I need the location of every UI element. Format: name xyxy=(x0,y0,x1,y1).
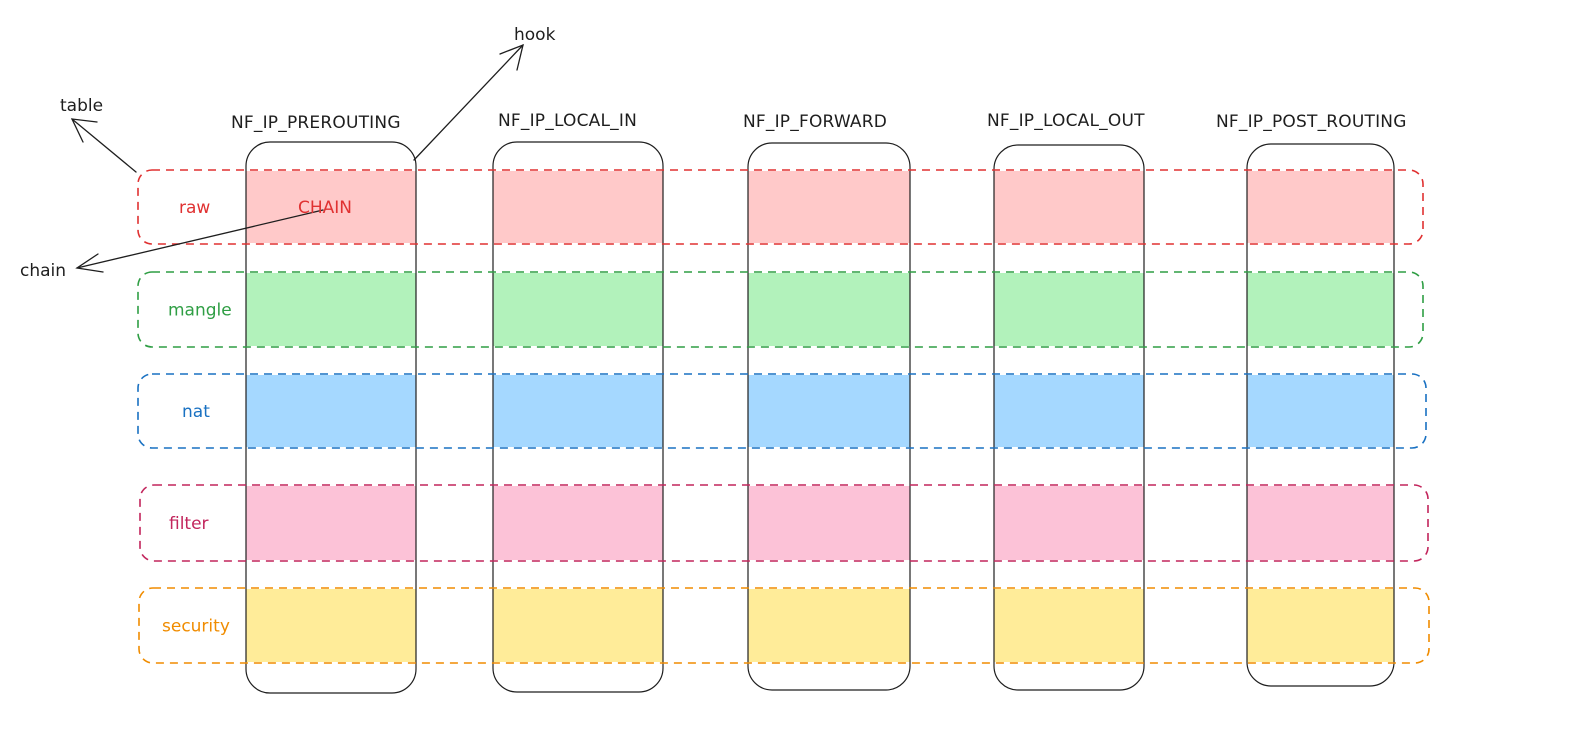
table-row-raw xyxy=(137,169,1424,245)
chain-cell-mangle-2 xyxy=(748,273,910,346)
hook-annotation: hook xyxy=(514,25,556,45)
hook-arrow xyxy=(413,43,524,161)
chain-cell-security-1 xyxy=(493,589,663,662)
table-label-security: security xyxy=(162,617,230,637)
table-rows xyxy=(137,169,1430,664)
table-annotation: table xyxy=(60,96,103,116)
chain-cell-raw-4 xyxy=(1247,171,1394,243)
chain-cell-annotation: CHAIN xyxy=(298,198,352,218)
table-row-nat xyxy=(137,373,1427,449)
table-label-filter: filter xyxy=(169,514,209,534)
chain-cell-mangle-4 xyxy=(1247,273,1394,346)
table-arrow xyxy=(70,118,137,173)
hook-column-3 xyxy=(993,144,1145,691)
hook-column-4 xyxy=(1246,143,1395,687)
chain-cell-filter-1 xyxy=(493,486,663,560)
chain-cell-raw-1 xyxy=(493,171,663,243)
chain-cell-mangle-3 xyxy=(994,273,1144,346)
chain-cell-nat-4 xyxy=(1247,375,1394,447)
hook-column-1 xyxy=(492,141,664,693)
chain-arrow xyxy=(75,209,324,273)
chain-cell-security-4 xyxy=(1247,589,1394,662)
chain-cell-raw-3 xyxy=(994,171,1144,243)
chain-cell-filter-2 xyxy=(748,486,910,560)
hook-label-4: NF_IP_POST_ROUTING xyxy=(1216,112,1407,132)
labels: NF_IP_PREROUTING NF_IP_LOCAL_IN NF_IP_FORW… xyxy=(162,111,1407,637)
chain-cell-raw-2 xyxy=(748,171,910,243)
table-label-nat: nat xyxy=(182,402,210,422)
hook-label-3: NF_IP_LOCAL_OUT xyxy=(987,111,1145,131)
table-label-mangle: mangle xyxy=(168,301,232,321)
table-row-security xyxy=(138,587,1430,664)
chain-cell-mangle-1 xyxy=(493,273,663,346)
chain-cell-security-2 xyxy=(748,589,910,662)
hook-label-0: NF_IP_PREROUTING xyxy=(231,113,401,133)
hook-columns xyxy=(245,141,1395,694)
chain-cell-security-0 xyxy=(246,589,416,662)
hook-label-2: NF_IP_FORWARD xyxy=(743,112,887,132)
chain-cell-nat-3 xyxy=(994,375,1144,447)
hook-column-0 xyxy=(245,141,417,694)
chain-cell-filter-0 xyxy=(246,486,416,560)
chain-cell-mangle-0 xyxy=(246,273,416,346)
chain-cell-security-3 xyxy=(994,589,1144,662)
chain-cell-nat-2 xyxy=(748,375,910,447)
chain-cell-filter-3 xyxy=(994,486,1144,560)
chain-cell-raw-0 xyxy=(246,171,416,243)
table-label-raw: raw xyxy=(179,198,210,218)
chain-annotation: chain xyxy=(20,261,66,281)
chain-cell-filter-4 xyxy=(1247,486,1394,560)
table-row-mangle xyxy=(137,271,1424,348)
hook-column-2 xyxy=(747,142,911,691)
chain-cell-nat-0 xyxy=(246,375,416,447)
chain-cell-nat-1 xyxy=(493,375,663,447)
table-row-filter xyxy=(139,484,1429,562)
chain-cells xyxy=(246,171,1394,662)
hook-label-1: NF_IP_LOCAL_IN xyxy=(498,111,637,131)
